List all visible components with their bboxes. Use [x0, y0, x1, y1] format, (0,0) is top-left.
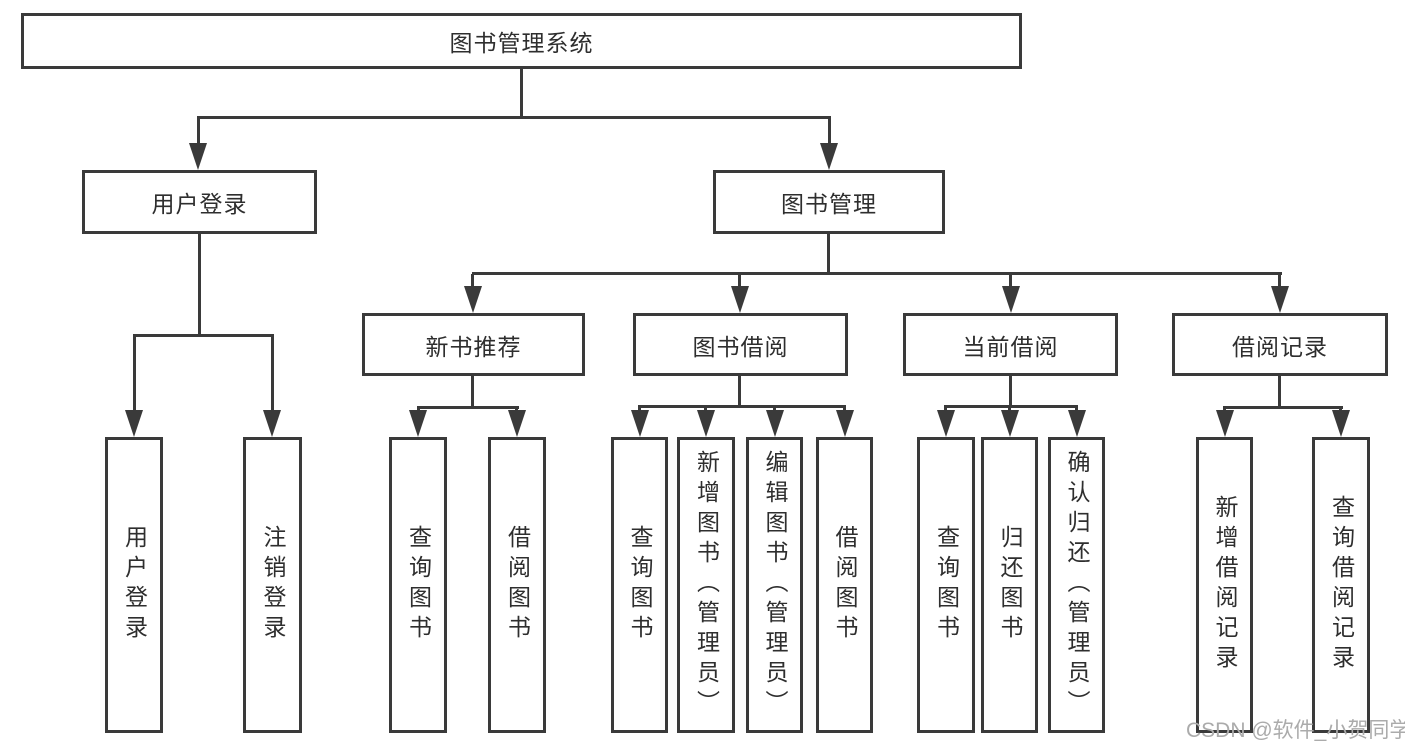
leaf-return-books: 归还图书 — [981, 437, 1038, 733]
leaf-label: 新增图书（管理员） — [693, 450, 720, 720]
arrow-down-icon-records — [1271, 286, 1289, 313]
node-label: 当前借阅 — [962, 333, 1059, 360]
leaf-label: 借阅图书 — [832, 525, 858, 645]
connector-borrowing-bar — [638, 405, 846, 408]
leaf-label: 归还图书 — [997, 525, 1023, 645]
leaf-label: 确认归还（管理员） — [1064, 450, 1090, 720]
arrow-down-icon-recommend — [464, 286, 482, 313]
leaf-confirm-return-admin: 确认归还（管理员） — [1048, 437, 1105, 733]
node-book-borrowing: 图书借阅 — [633, 313, 848, 376]
leaf-add-borrow-record: 新增借阅记录 — [1196, 437, 1253, 733]
connector-level1-bar — [197, 116, 831, 119]
connector-records-bar — [1223, 406, 1343, 409]
connector-shaft-user-login — [133, 336, 136, 412]
leaf-label: 注销登录 — [260, 525, 286, 645]
connector-shaft-management — [828, 118, 831, 146]
connector-borrowing-trunk — [738, 376, 741, 408]
connector-current-bar — [944, 405, 1078, 408]
node-book-management: 图书管理 — [713, 170, 945, 234]
arrow-down-icon-bor-query — [631, 410, 649, 437]
leaf-borrowing-query-books: 查询图书 — [611, 437, 668, 733]
leaf-current-query-books: 查询图书 — [917, 437, 975, 733]
arrow-down-icon-logout — [263, 410, 281, 437]
connector-shaft-records — [1278, 274, 1281, 288]
leaf-user-login: 用户登录 — [105, 437, 163, 733]
arrow-down-icon-bor-add — [697, 410, 715, 437]
arrow-down-icon-bor-borrow — [836, 410, 854, 437]
connector-shaft-borrowing — [738, 274, 741, 288]
connector-level3-bar — [472, 272, 1282, 275]
arrow-down-icon-login — [189, 143, 207, 170]
node-label: 新书推荐 — [425, 333, 522, 360]
leaf-label: 用户登录 — [121, 525, 148, 645]
arrow-down-icon-recd-add — [1216, 410, 1234, 437]
arrow-down-icon-borrowing — [731, 286, 749, 313]
leaf-label: 编辑图书（管理员） — [762, 450, 788, 720]
arrow-down-icon-current — [1002, 286, 1020, 313]
connector-recommend-trunk — [471, 376, 474, 409]
arrow-down-icon-rec-borrow — [508, 410, 526, 437]
connector-shaft-current — [1009, 274, 1012, 288]
arrow-down-icon-bor-edit — [766, 410, 784, 437]
leaf-borrowing-borrow-books: 借阅图书 — [816, 437, 873, 733]
leaf-label: 查询借阅记录 — [1328, 495, 1355, 675]
connector-shaft-logout — [271, 336, 274, 412]
leaf-label: 查询图书 — [933, 525, 960, 645]
arrow-down-icon-cur-query — [937, 410, 955, 437]
node-library-management-system: 图书管理系统 — [21, 13, 1022, 69]
arrow-down-icon-cur-return — [1001, 410, 1019, 437]
leaf-label: 查询图书 — [627, 525, 653, 645]
node-new-book-recommendation: 新书推荐 — [362, 313, 585, 376]
arrow-down-icon-user-login — [125, 410, 143, 437]
csdn-watermark: CSDN @软件_小贺同学 — [1186, 719, 1405, 742]
arrow-down-icon-rec-query — [409, 410, 427, 437]
connector-root-trunk — [520, 68, 523, 118]
leaf-edit-books-admin: 编辑图书（管理员） — [746, 437, 803, 733]
connector-records-trunk — [1278, 376, 1281, 409]
arrow-down-icon-recd-query — [1332, 410, 1350, 437]
node-label: 图书借阅 — [692, 333, 789, 360]
node-current-borrowing: 当前借阅 — [903, 313, 1118, 376]
node-label: 用户登录 — [151, 191, 248, 217]
leaf-label: 借阅图书 — [504, 525, 531, 645]
connector-current-trunk — [1009, 376, 1012, 408]
arrow-down-icon-management — [820, 143, 838, 170]
connector-login-bar — [133, 334, 274, 337]
connector-login-trunk — [198, 233, 201, 337]
leaf-recommend-query-books: 查询图书 — [389, 437, 447, 733]
connector-management-trunk — [827, 234, 830, 275]
leaf-label: 查询图书 — [405, 525, 432, 645]
leaf-logout: 注销登录 — [243, 437, 302, 733]
node-label: 图书管理 — [781, 191, 877, 217]
leaf-query-borrow-record: 查询借阅记录 — [1312, 437, 1370, 733]
arrow-down-icon-cur-confirm — [1068, 410, 1086, 437]
connector-recommend-bar — [417, 406, 519, 409]
node-user-login: 用户登录 — [82, 170, 317, 234]
leaf-recommend-borrow-books: 借阅图书 — [488, 437, 546, 733]
connector-shaft-recommend — [471, 274, 474, 288]
node-label: 图书管理系统 — [449, 30, 594, 56]
node-label: 借阅记录 — [1232, 333, 1328, 360]
connector-shaft-login — [197, 118, 200, 146]
leaf-label: 新增借阅记录 — [1212, 495, 1238, 675]
node-borrowing-records: 借阅记录 — [1172, 313, 1388, 376]
leaf-add-books-admin: 新增图书（管理员） — [677, 437, 735, 733]
